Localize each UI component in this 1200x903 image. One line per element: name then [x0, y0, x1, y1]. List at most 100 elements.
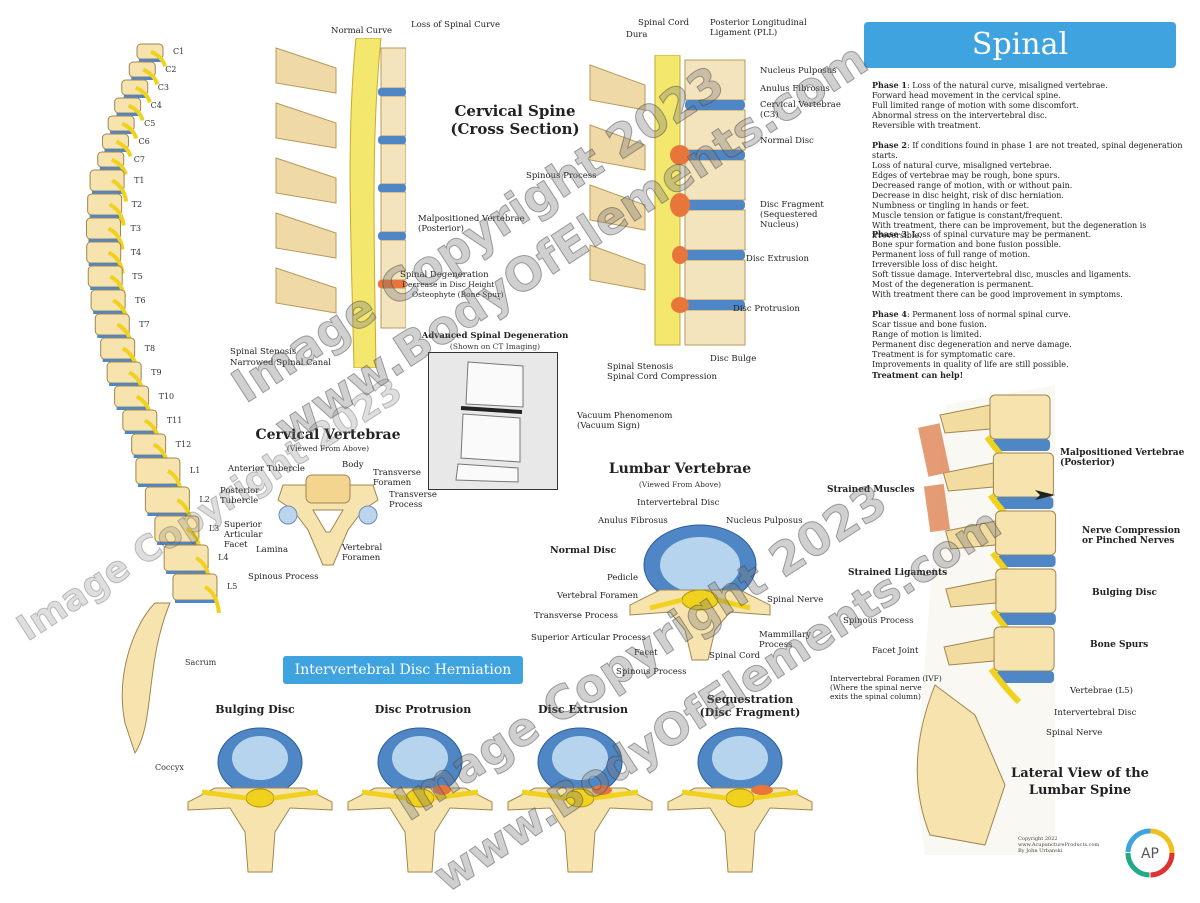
nerve-C4	[127, 103, 145, 122]
cervical-vertebrae-subtitle: (Viewed From Above)	[286, 444, 370, 453]
credit-line: Copyright 2022	[1018, 836, 1058, 842]
label-disc-extrusion: Disc Extrusion	[746, 254, 809, 264]
label-ivf: Intervertebral Foramen (IVF) (Where the …	[830, 674, 942, 701]
cervical-title-line1: Cervical Spine	[454, 102, 576, 120]
spine-label-c3: C3	[157, 82, 169, 92]
disc-C4	[116, 113, 139, 116]
advanced-title: Advanced Spinal Degeneration	[421, 331, 569, 341]
spine-label-c5: C5	[144, 118, 156, 128]
phase-line: Numbness or tingling in hands or feet.	[872, 201, 1030, 210]
spine-label-t8: T8	[144, 343, 156, 353]
advanced-subtitle: (Shown on CT Imaging)	[449, 342, 541, 351]
label-spinal-cord: Spinal Cord	[638, 18, 690, 28]
phase-line: Muscle tension or fatigue is constant/fr…	[872, 211, 1063, 220]
phase-1-text: Phase 1: Loss of the natural curve, misa…	[872, 80, 1192, 131]
svg-text:AP: AP	[1141, 846, 1159, 862]
lateral-disc-2	[995, 497, 1054, 509]
cross-section-2-spinous	[589, 64, 646, 291]
label-nerve-compression: Nerve Compression or Pinched Nerves	[1082, 526, 1181, 546]
label-pedicle: Pedicle	[607, 573, 639, 583]
sacrum-lateral	[916, 684, 1006, 846]
disc-T2	[89, 215, 120, 218]
cross-section-2-discs	[685, 100, 745, 310]
label-dura: Dura	[626, 30, 648, 40]
label-lumbar-normal-disc: Normal Disc	[550, 545, 617, 556]
spine-label-c6: C6	[138, 136, 150, 146]
spine-label-c1: C1	[173, 46, 185, 56]
spine-label-l4: L4	[218, 553, 229, 562]
disc-L2	[147, 513, 188, 516]
phase-line: With treatment there can be good improve…	[872, 290, 1123, 299]
disc-L1	[137, 484, 178, 487]
disc-T8	[102, 359, 133, 362]
phase-line: Permanent loss of full range of motion.	[872, 250, 1031, 259]
label-anterior-tubercle: Anterior Tubercle	[228, 464, 305, 474]
label-lumbar-anulus: Anulus Fibrosus	[598, 516, 668, 526]
phase-line: Loss of the natural curve, misaligned ve…	[912, 81, 1108, 90]
disc-C1	[139, 59, 161, 62]
label-disc-protrusion: Disc Protrusion	[733, 304, 800, 314]
full-spine-illustration	[86, 43, 221, 755]
phase-line: Reversible with treatment.	[872, 121, 981, 130]
spine-label-l5: L5	[226, 582, 238, 591]
credit-line: www.AcupunctureProducts.com	[1018, 842, 1100, 848]
spine-vertebrae-group	[86, 43, 221, 755]
label-malpositioned-vertebrae: Malpositioned Vertebrae (Posterior)	[418, 214, 525, 234]
label-bulging-disc: Bulging Disc	[1092, 588, 1158, 598]
disc-label-bulging: Bulging Disc	[215, 703, 295, 716]
label-lamina: Lamina	[256, 545, 289, 555]
phase-line: Soft tissue damage. Intervertebral disc,…	[872, 270, 1132, 279]
disc-T12	[133, 455, 164, 458]
lumbar-vertebrae-title: Lumbar Vertebrae	[608, 461, 752, 477]
phase-4-heading: Phase 4	[872, 309, 907, 319]
cervical-vertebra-diagram	[277, 474, 379, 566]
disc-C3	[123, 95, 146, 98]
label-lat-ivd: Intervertebral Disc	[1054, 708, 1137, 718]
disc-T1	[92, 191, 123, 194]
label-vacuum-phenomenon: Vacuum Phenomenom (Vacuum Sign)	[577, 411, 673, 431]
lateral-disc-4	[997, 613, 1056, 625]
lateral-lumbar-spine	[915, 385, 1057, 855]
vertebra-L1	[135, 457, 181, 485]
spine-label-t9: T9	[151, 367, 162, 377]
lateral-vertebra-4	[995, 568, 1057, 614]
phase-line: Forward head movement in the cervical sp…	[872, 91, 1061, 100]
label-stenosis-compression: Spinal Stenosis Spinal Cord Compression	[607, 362, 718, 382]
disc-label-protrusion: Disc Protrusion	[374, 703, 472, 716]
phase-line: Most of the degeneration is permanent.	[872, 280, 1034, 289]
label-normal-curve: Normal Curve	[331, 26, 393, 36]
phase-3-heading: Phase 3	[872, 229, 907, 239]
label-bone-spurs: Bone Spurs	[1090, 640, 1149, 650]
label-strained-ligaments: Strained Ligaments	[848, 568, 948, 578]
disc-T5	[90, 287, 121, 290]
nerve-T2	[108, 202, 126, 226]
label-transverse-process: Transverse Process	[389, 490, 437, 510]
strained-muscle-2	[923, 483, 951, 533]
spinal-cord-2	[654, 55, 681, 346]
phase-line: Treatment is for symptomatic care.	[872, 350, 1016, 359]
disc-T4	[88, 263, 119, 266]
label-spinous-process: Spinous Process	[526, 171, 597, 181]
disc-T6	[93, 311, 124, 314]
label-mammillary-process: Mammillary Process	[759, 630, 811, 650]
phase-line: Edges of vertebrae may be rough, bone sp…	[872, 171, 1060, 180]
spine-label-c2: C2	[165, 64, 177, 74]
phase-line: Decrease in disc height, risk of disc he…	[872, 191, 1064, 200]
label-lumbar-spinal-cord: Spinal Cord	[709, 651, 761, 661]
nerve-L5	[203, 585, 221, 614]
label-normal-disc: Normal Disc	[760, 136, 814, 146]
spine-label-t4: T4	[130, 247, 142, 257]
phase-3-text: Phase 3: Loss of spinal curvature may be…	[872, 229, 1192, 300]
phase-2-text: Phase 2: If conditions found in phase 1 …	[872, 140, 1192, 241]
spine-label-l2: L2	[199, 495, 210, 504]
phase-line: Loss of spinal curvature may be permanen…	[912, 230, 1092, 239]
disc-T11	[124, 431, 155, 434]
disc-C2	[131, 77, 154, 80]
phase-2-heading: Phase 2	[872, 140, 907, 150]
lateral-disc-1	[992, 439, 1050, 451]
label-spinal-stenosis: Spinal Stenosis	[230, 347, 297, 357]
cervical-title-line2: (Cross Section)	[450, 120, 580, 138]
phase-line: Permanent disc degeneration and nerve da…	[872, 340, 1072, 349]
cervical-cross-section-herniations	[589, 55, 746, 346]
label-lat-spinal-nerve: Spinal Nerve	[1046, 728, 1103, 738]
